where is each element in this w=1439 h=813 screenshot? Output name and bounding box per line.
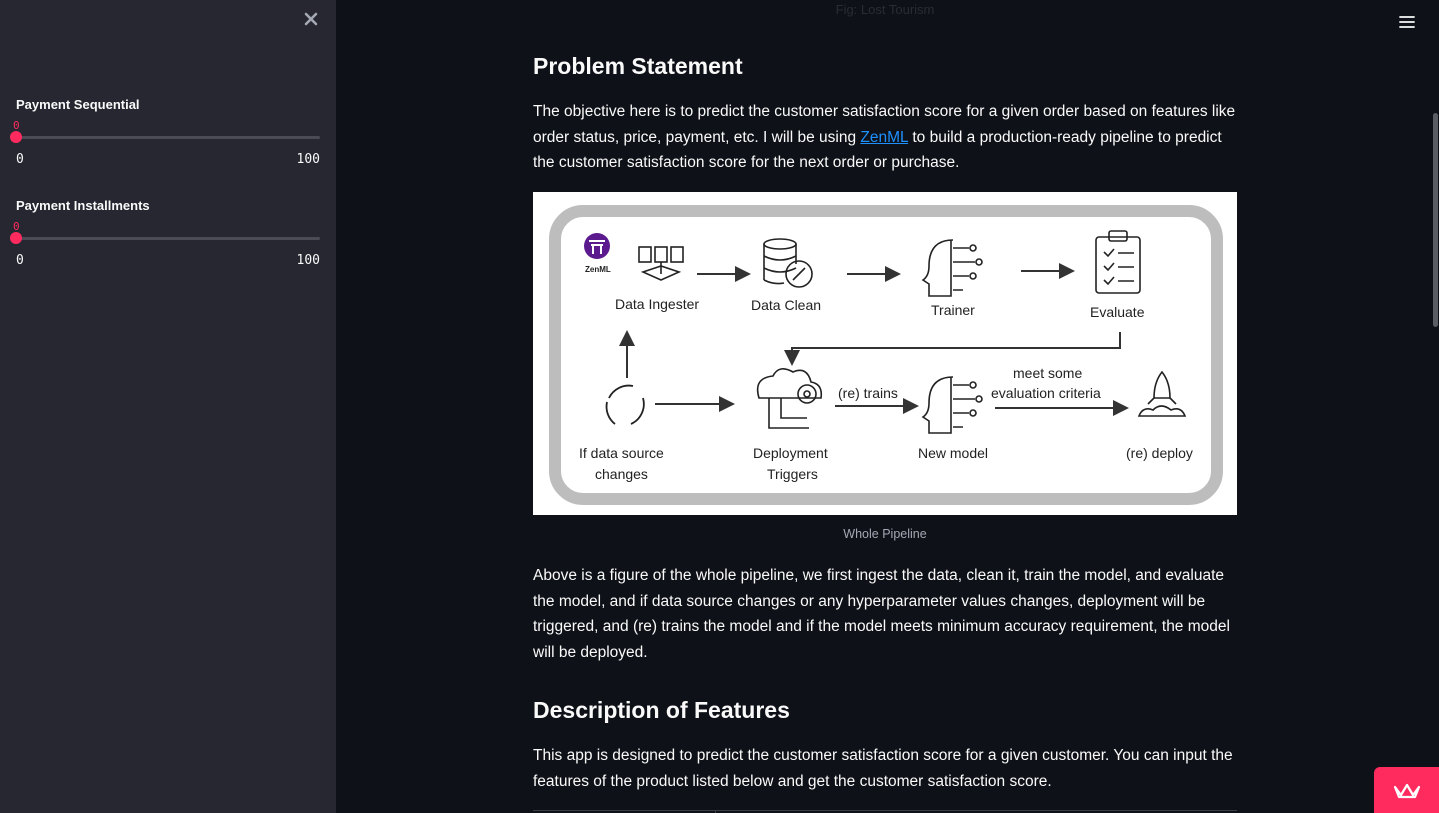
node-redeploy: (re) deploy	[1126, 445, 1193, 461]
recycle-icon	[605, 384, 645, 425]
main-menu-button[interactable]	[1397, 12, 1417, 32]
node-trainer: Trainer	[931, 302, 975, 318]
node-new-model: New model	[918, 445, 988, 461]
slider-current-value: 0	[13, 220, 20, 233]
streamlit-badge[interactable]	[1374, 767, 1439, 813]
slider-track[interactable]	[10, 232, 320, 244]
pipeline-description-text: Above is a figure of the whole pipeline,…	[533, 567, 1230, 661]
deployment-triggers-icon	[756, 368, 823, 429]
pipeline-figure: ZenML Data Ingester Data Clean	[533, 192, 1237, 515]
data-clean-icon	[763, 238, 813, 288]
top-row-arrows	[697, 263, 1075, 282]
streamlit-crown-icon	[1393, 783, 1420, 799]
sidebar-close-button[interactable]	[300, 8, 322, 30]
node-data-ingester: Data Ingester	[615, 296, 699, 312]
slider-thumb[interactable]	[10, 131, 22, 143]
slider-max-label: 100	[296, 152, 320, 167]
criteria-line-2: evaluation criteria	[991, 385, 1101, 401]
rocket-icon	[1137, 370, 1187, 417]
slider-max-label: 100	[296, 253, 320, 268]
criteria-line-1: meet some	[1013, 365, 1082, 381]
zenml-logo-text: ZenML	[585, 265, 611, 274]
problem-statement-text: The objective here is to predict the cus…	[533, 99, 1237, 176]
evaluate-clipboard-icon	[1095, 230, 1141, 294]
close-icon	[304, 12, 318, 26]
slider-min-label: 0	[16, 152, 24, 167]
node-deployment-line-2: Triggers	[767, 466, 818, 482]
slider-label: Payment Installments	[16, 198, 150, 213]
problem-statement-heading: Problem Statement	[533, 53, 743, 79]
trainer-brain-icon	[921, 239, 983, 297]
problem-text-part-2: to build a production-ready pipeline to …	[533, 128, 1222, 172]
hamburger-icon	[1399, 16, 1415, 28]
node-evaluate: Evaluate	[1090, 304, 1145, 320]
figure-caption: Whole Pipeline	[843, 527, 927, 541]
faded-top-caption: Fig: Lost Tourism	[835, 2, 935, 17]
node-data-clean: Data Clean	[751, 297, 821, 313]
zenml-link[interactable]: ZenML	[860, 128, 909, 146]
page-scrollbar[interactable]	[1433, 113, 1438, 327]
node-deployment-line-1: Deployment	[753, 445, 828, 461]
slider-current-value: 0	[13, 119, 20, 132]
problem-text-part-1: The objective here is to predict the cus…	[533, 103, 1236, 146]
data-ingester-icon	[638, 246, 684, 281]
node-source-line-1: If data source	[579, 445, 664, 461]
retrains-label: (re) trains	[838, 385, 898, 401]
slider-label: Payment Sequential	[16, 97, 140, 112]
zenml-logo: ZenML	[584, 233, 611, 274]
sidebar: Payment Sequential 0 0 100 Payment Insta…	[0, 0, 336, 813]
slider-track[interactable]	[10, 131, 320, 143]
node-source-line-2: changes	[595, 466, 648, 482]
slider-min-label: 0	[16, 253, 24, 268]
features-heading: Description of Features	[533, 697, 790, 723]
slider-thumb[interactable]	[10, 232, 22, 244]
table-column-separator	[715, 811, 716, 813]
features-description-text: This app is designed to predict the cust…	[533, 747, 1233, 790]
features-table	[533, 810, 1237, 813]
new-model-brain-icon	[921, 376, 983, 434]
feedback-arrow	[784, 332, 1121, 366]
